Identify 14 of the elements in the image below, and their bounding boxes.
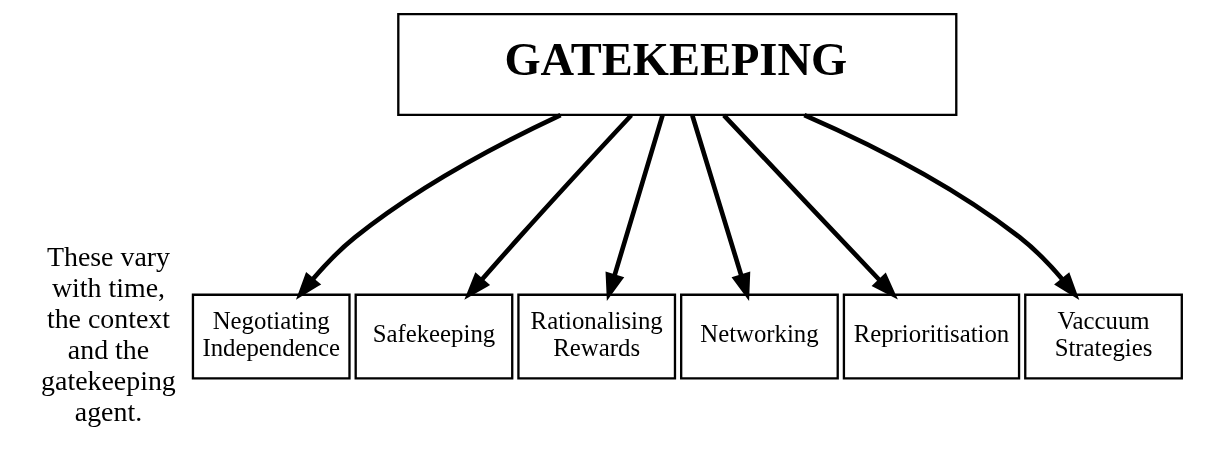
arrow xyxy=(721,113,898,300)
node-box: Safekeeping xyxy=(354,293,513,380)
arrow xyxy=(463,113,633,300)
node-box: Negotiating Independence xyxy=(191,293,351,380)
arrow xyxy=(802,113,1079,301)
node-box: Vaccuum Strategies xyxy=(1023,293,1183,380)
node-box: Reprioritisation xyxy=(842,293,1020,380)
arrow xyxy=(295,113,562,300)
node-box: Networking xyxy=(679,293,839,380)
arrow xyxy=(605,114,665,302)
label: These vary with time, the context and the gatekeeping agent. xyxy=(40,240,176,427)
node-box: Rationalising Rewards xyxy=(516,293,676,380)
node-box: GATEKEEPING xyxy=(396,13,957,117)
arrow xyxy=(689,114,750,302)
